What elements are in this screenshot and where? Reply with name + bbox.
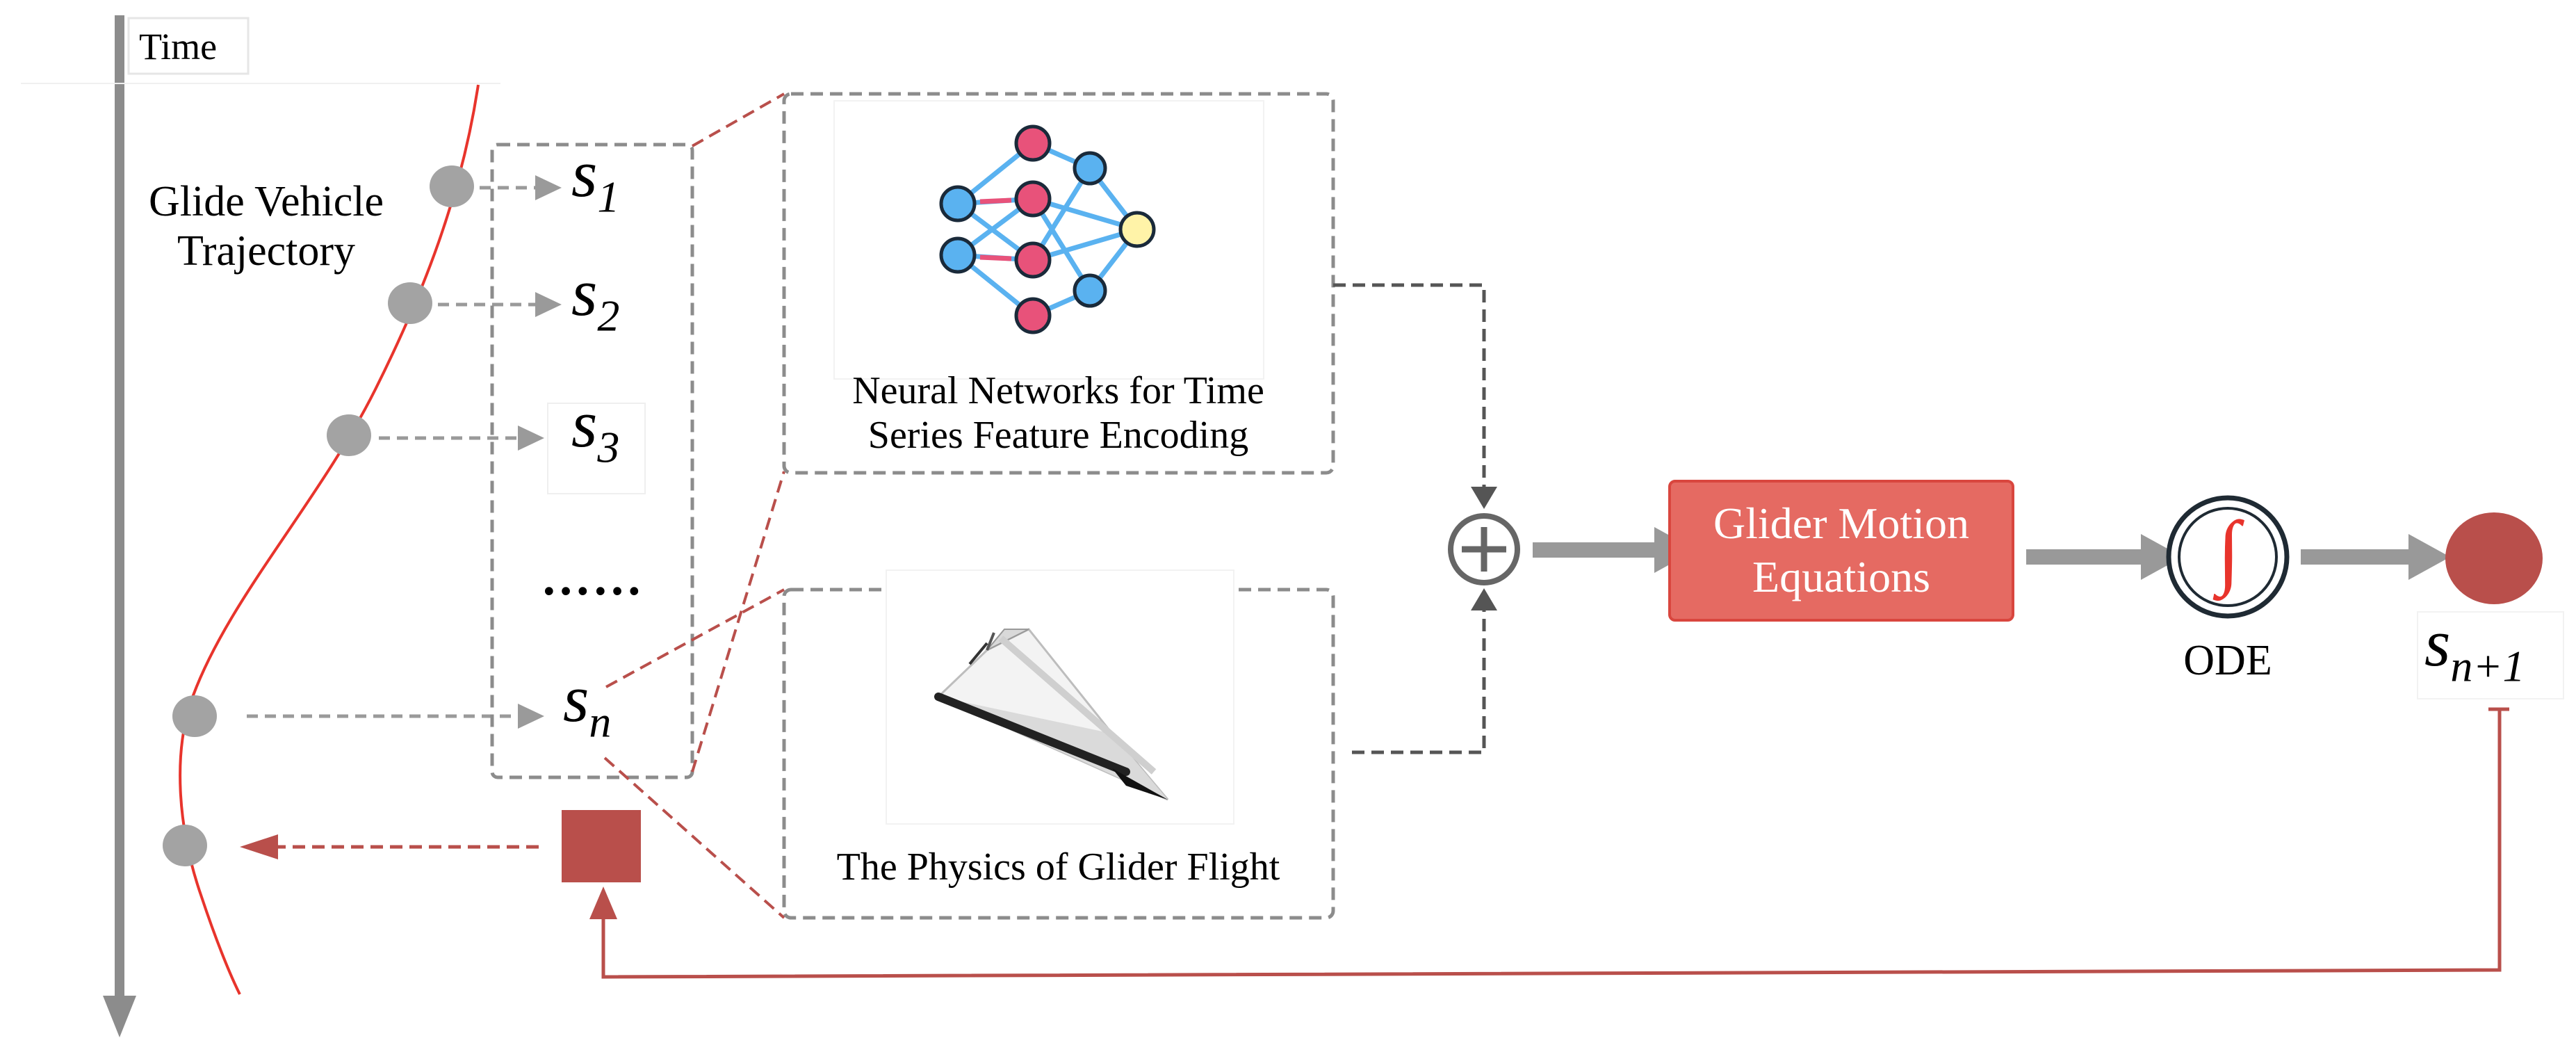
state-ellipsis: …… xyxy=(541,550,644,606)
ode-label: ODE xyxy=(2183,637,2272,684)
state-s3-base: s xyxy=(571,387,598,461)
state-sn-sub: n xyxy=(589,697,612,747)
neural-network-icon xyxy=(939,124,1156,334)
trajectory-point-3 xyxy=(327,414,371,456)
neural-network-caption-line2: Series Feature Encoding xyxy=(867,414,1249,458)
zoom-connectors xyxy=(603,92,785,919)
time-axis xyxy=(21,15,500,1037)
state-s1: s1 xyxy=(571,136,619,222)
neural-network-caption: Neural Networks for Time Series Feature … xyxy=(792,369,1324,458)
trajectory-point-2 xyxy=(388,282,432,324)
ode-integral-icon xyxy=(2166,495,2290,619)
state-s1-base: s xyxy=(571,136,598,211)
state-s-next: sn+1 xyxy=(2424,605,2525,692)
predicted-state-block xyxy=(562,810,641,882)
trajectory-point-next xyxy=(163,825,207,866)
trajectory-curve xyxy=(179,84,480,995)
time-axis-label: Time xyxy=(139,26,218,67)
state-s2-sub: 2 xyxy=(597,291,620,341)
feedback-loop xyxy=(601,707,2509,979)
state-sequence-box xyxy=(490,143,694,779)
sum-icon xyxy=(1448,513,1520,585)
state-sn-base: s xyxy=(563,661,589,736)
state-s2: s2 xyxy=(571,254,619,341)
trajectory-point-1 xyxy=(430,165,474,207)
flow-arrows xyxy=(1533,527,2450,580)
trajectory-label-line2: Trajectory xyxy=(177,227,355,275)
state-s-next-base: s xyxy=(2424,606,2451,680)
sampling-arrowheads xyxy=(518,175,562,729)
trajectory-point-n xyxy=(172,695,217,737)
neural-network-caption-line1: Neural Networks for Time xyxy=(852,369,1264,412)
state-s2-base: s xyxy=(571,255,598,330)
glider-motion-equations-box: Glider Motion Equations xyxy=(1668,480,2014,622)
merge-connectors xyxy=(1333,283,1486,754)
state-sn: sn xyxy=(563,661,611,747)
glider-motion-line1: Glider Motion xyxy=(1713,499,1969,549)
physics-caption: The Physics of Glider Flight xyxy=(836,845,1280,889)
state-s3-sub: 3 xyxy=(597,422,620,472)
state-s1-sub: 1 xyxy=(597,172,620,222)
trajectory-label-line1: Glide Vehicle xyxy=(148,178,384,225)
state-s-next-sub: n+1 xyxy=(2450,641,2525,691)
sampling-arrows xyxy=(247,186,539,718)
glider-motion-line2: Equations xyxy=(1752,552,1930,601)
glider-icon xyxy=(934,628,1169,801)
ode-symbol: ∫ xyxy=(2216,504,2240,597)
trajectory-points xyxy=(163,165,474,866)
feedback-arrowhead xyxy=(589,887,617,919)
trajectory-label: Glide Vehicle Trajectory xyxy=(124,177,409,277)
state-s3: s3 xyxy=(571,386,619,473)
next-state-dot xyxy=(2445,512,2543,604)
